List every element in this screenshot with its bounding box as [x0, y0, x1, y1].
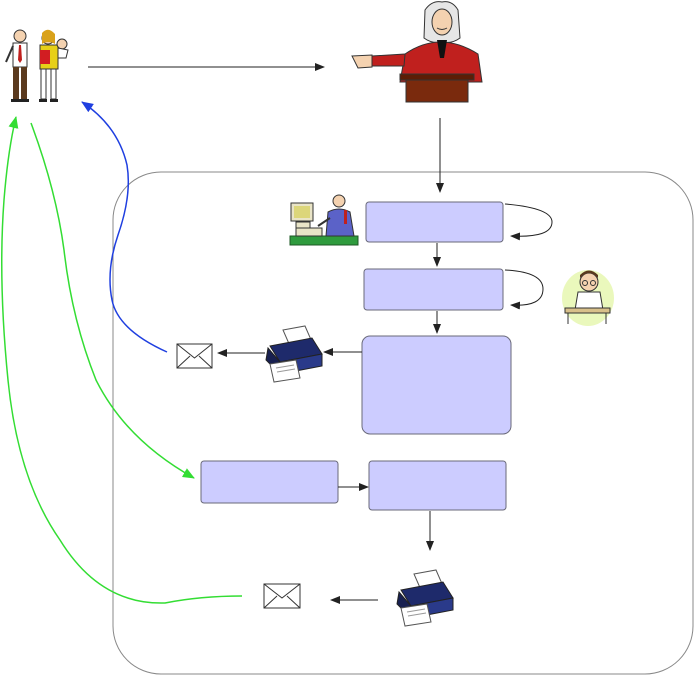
diagram-box-1 — [365, 201, 504, 243]
printer-icon — [265, 325, 323, 383]
envelope-icon — [263, 583, 301, 609]
loop-arrow-box-2 — [504, 269, 544, 310]
diagram-box-2 — [363, 268, 504, 311]
arrow-family-to-box-4-green — [30, 122, 195, 479]
reviewer-icon — [562, 270, 614, 326]
family-icon — [5, 29, 69, 102]
loop-arrow-box-1 — [504, 203, 553, 241]
judge-icon — [351, 1, 483, 103]
envelope-icon — [176, 343, 213, 369]
clerk-at-computer-icon — [289, 194, 359, 246]
printer-icon — [396, 569, 454, 627]
process-container — [112, 171, 694, 675]
diagram-box-5 — [368, 460, 507, 511]
diagram-box-3 — [361, 335, 512, 435]
diagram-box-4 — [200, 460, 339, 504]
arrow-envelope-2-to-family-green — [1, 116, 243, 604]
arrow-envelope-1-to-family-blue — [81, 101, 168, 353]
